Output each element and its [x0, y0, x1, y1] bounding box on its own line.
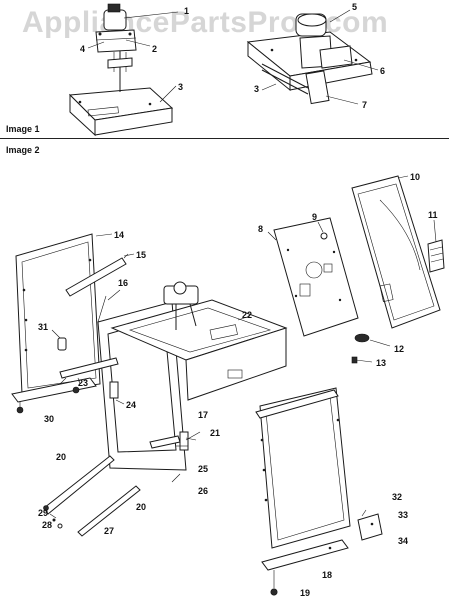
- callout-15: 15: [136, 250, 146, 260]
- callout-11: 11: [428, 210, 438, 220]
- callout-18: 18: [322, 570, 332, 580]
- rail-upper-20: [43, 455, 115, 515]
- callout-31: 31: [38, 322, 48, 332]
- left-side-panel: [15, 233, 101, 395]
- trim-strip-15: [65, 253, 129, 297]
- callout-5: 5: [352, 2, 357, 12]
- section-divider: [0, 138, 449, 139]
- terminal-block: [351, 333, 391, 364]
- image1-label: Image 1: [6, 124, 40, 134]
- callout-9: 9: [312, 212, 317, 222]
- callout-29: 29: [38, 508, 48, 518]
- callout-20b: 20: [136, 502, 146, 512]
- callout-32: 32: [392, 492, 402, 502]
- cooktop-frame: [110, 299, 288, 401]
- callout-19: 19: [300, 588, 310, 598]
- callout-7: 7: [362, 100, 367, 110]
- callout-26: 26: [198, 486, 208, 496]
- callout-1: 1: [184, 6, 189, 16]
- right-side-panel: [255, 387, 351, 549]
- callout-12: 12: [394, 344, 404, 354]
- callout-3b: 3: [254, 84, 259, 94]
- back-wall-panel: [273, 217, 359, 337]
- callout-20a: 20: [56, 452, 66, 462]
- callout-27: 27: [104, 526, 114, 536]
- callout-10: 10: [410, 172, 420, 182]
- callout-4: 4: [80, 44, 85, 54]
- callout-6: 6: [380, 66, 385, 76]
- rail-lower-20: [49, 485, 141, 537]
- vent-grille: [427, 239, 445, 273]
- callout-17: 17: [198, 410, 208, 420]
- screw-9: [317, 221, 328, 240]
- base-rail-30: [11, 377, 97, 414]
- callout-14: 14: [114, 230, 124, 240]
- manifold-assembly: [163, 281, 199, 330]
- base-rail-18: [261, 539, 349, 596]
- callout-25: 25: [198, 464, 208, 474]
- callout-33: 33: [398, 510, 408, 520]
- clip-31: [51, 329, 67, 351]
- image1-valve-bracket: [246, 13, 373, 105]
- image2-label: Image 2: [6, 145, 40, 155]
- callout-8: 8: [258, 224, 263, 234]
- rear-panel: [351, 175, 441, 329]
- bracket-25: [149, 435, 181, 483]
- callout-30: 30: [44, 414, 54, 424]
- callout-3: 3: [178, 82, 183, 92]
- callout-2: 2: [152, 44, 157, 54]
- callout-13: 13: [376, 358, 386, 368]
- callout-23: 23: [78, 378, 88, 388]
- callout-22: 22: [242, 310, 252, 320]
- bracket-33: [357, 509, 383, 541]
- hinge-assembly: [59, 357, 119, 399]
- callout-34: 34: [398, 536, 408, 546]
- callout-16: 16: [118, 278, 128, 288]
- image1-regulator-assembly: [95, 3, 137, 92]
- callout-21: 21: [210, 428, 220, 438]
- image1-bracket-plate: [68, 87, 174, 137]
- callout-24: 24: [126, 400, 136, 410]
- callout-28: 28: [42, 520, 52, 530]
